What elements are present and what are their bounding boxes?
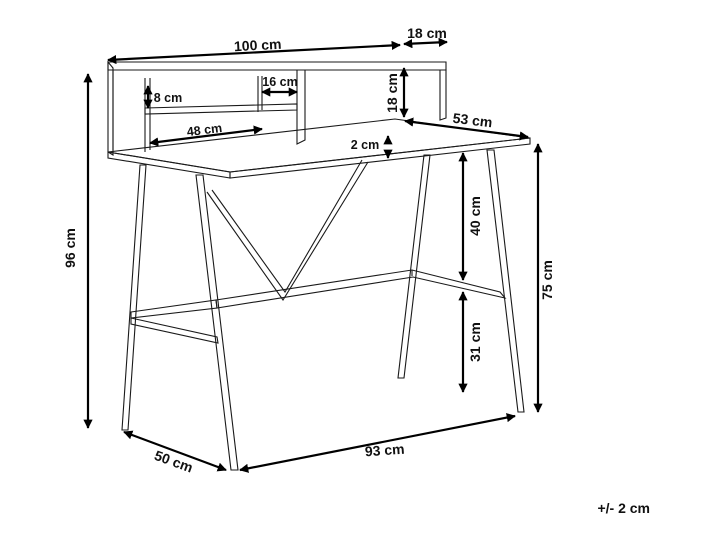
label-top-thickness: 2 cm [351,138,380,152]
hutch [107,60,447,156]
label-width-top: 100 cm [234,36,282,54]
desk-outline [107,60,531,471]
label-desk-height: 75 cm [539,260,555,300]
label-shelf-height: 18 cm [384,73,400,113]
label-compartment-width: 16 cm [262,75,297,89]
label-compartment-height: 8 cm [154,91,183,105]
label-shelf-depth: 18 cm [407,25,447,41]
frame-legs [121,149,525,471]
label-base-width: 93 cm [364,441,405,460]
tolerance-note: +/- 2 cm [597,500,650,516]
label-lower-shelf-width: 48 cm [186,121,223,139]
label-leg-lower: 31 cm [467,322,483,362]
label-desk-depth-top: 53 cm [452,110,493,131]
label-total-height: 96 cm [62,228,78,268]
label-leg-upper: 40 cm [467,196,483,236]
desktop [107,118,531,179]
dimension-arrows [83,37,543,473]
dimension-labels: 100 cm 18 cm 18 cm 53 cm 8 cm 16 cm 48 c… [62,25,555,476]
